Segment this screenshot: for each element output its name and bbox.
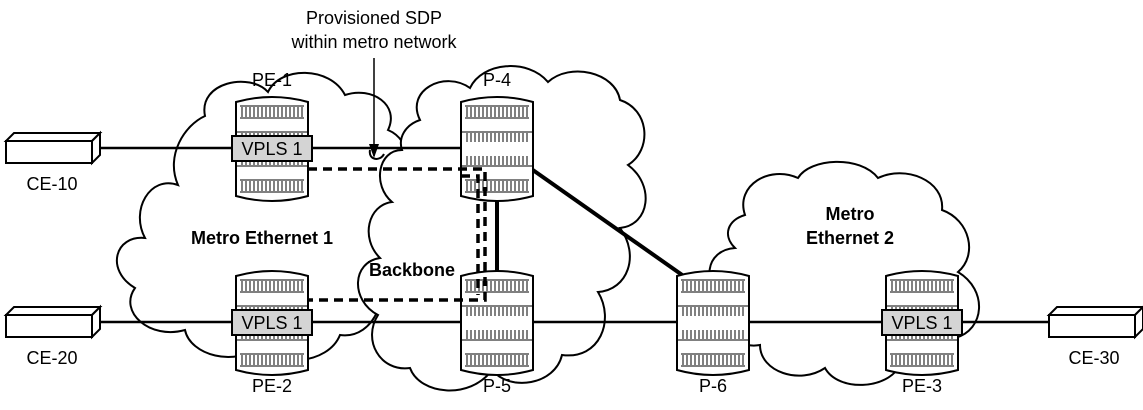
sdp-pe1-p4 [308, 167, 487, 302]
vpls-pe2[interactable]: VPLS 1 [231, 309, 313, 336]
label-metro-ethernet-1: Metro Ethernet 1 [191, 228, 333, 248]
link-p4-p6 [528, 166, 697, 286]
vpls-pe2-label: VPLS 1 [241, 313, 302, 333]
device-ce30[interactable] [1048, 306, 1143, 338]
router-p5[interactable] [460, 270, 534, 376]
label-ce30: CE-30 [1068, 348, 1119, 368]
label-ce10: CE-10 [26, 174, 77, 194]
label-pe2: PE-2 [252, 376, 292, 396]
label-pe3: PE-3 [902, 376, 942, 396]
vpls-pe1[interactable]: VPLS 1 [231, 135, 313, 162]
label-backbone: Backbone [369, 260, 455, 280]
label-ce20: CE-20 [26, 348, 77, 368]
vpls-pe3[interactable]: VPLS 1 [881, 309, 963, 336]
annotation-line-2: within metro network [290, 32, 457, 52]
label-metro-2-line-1: Metro [826, 204, 875, 224]
metro-ethernet-1-cloud [116, 71, 409, 362]
label-pe1: PE-1 [252, 70, 292, 90]
annotation-arrowhead-icon [369, 144, 379, 158]
sdp-p4-inner [461, 174, 480, 295]
router-p6[interactable] [676, 270, 750, 376]
label-p5: P-5 [483, 376, 511, 396]
label-metro-2-line-2: Ethernet 2 [806, 228, 894, 248]
label-p6: P-6 [699, 376, 727, 396]
vpls-pe3-label: VPLS 1 [891, 313, 952, 333]
router-p4[interactable] [460, 96, 534, 202]
label-p4: P-4 [483, 70, 511, 90]
device-ce20[interactable] [5, 306, 101, 338]
device-ce10[interactable] [5, 132, 101, 164]
vpls-pe1-label: VPLS 1 [241, 139, 302, 159]
annotation-line-1: Provisioned SDP [306, 8, 442, 28]
sdp-hook [368, 149, 385, 160]
